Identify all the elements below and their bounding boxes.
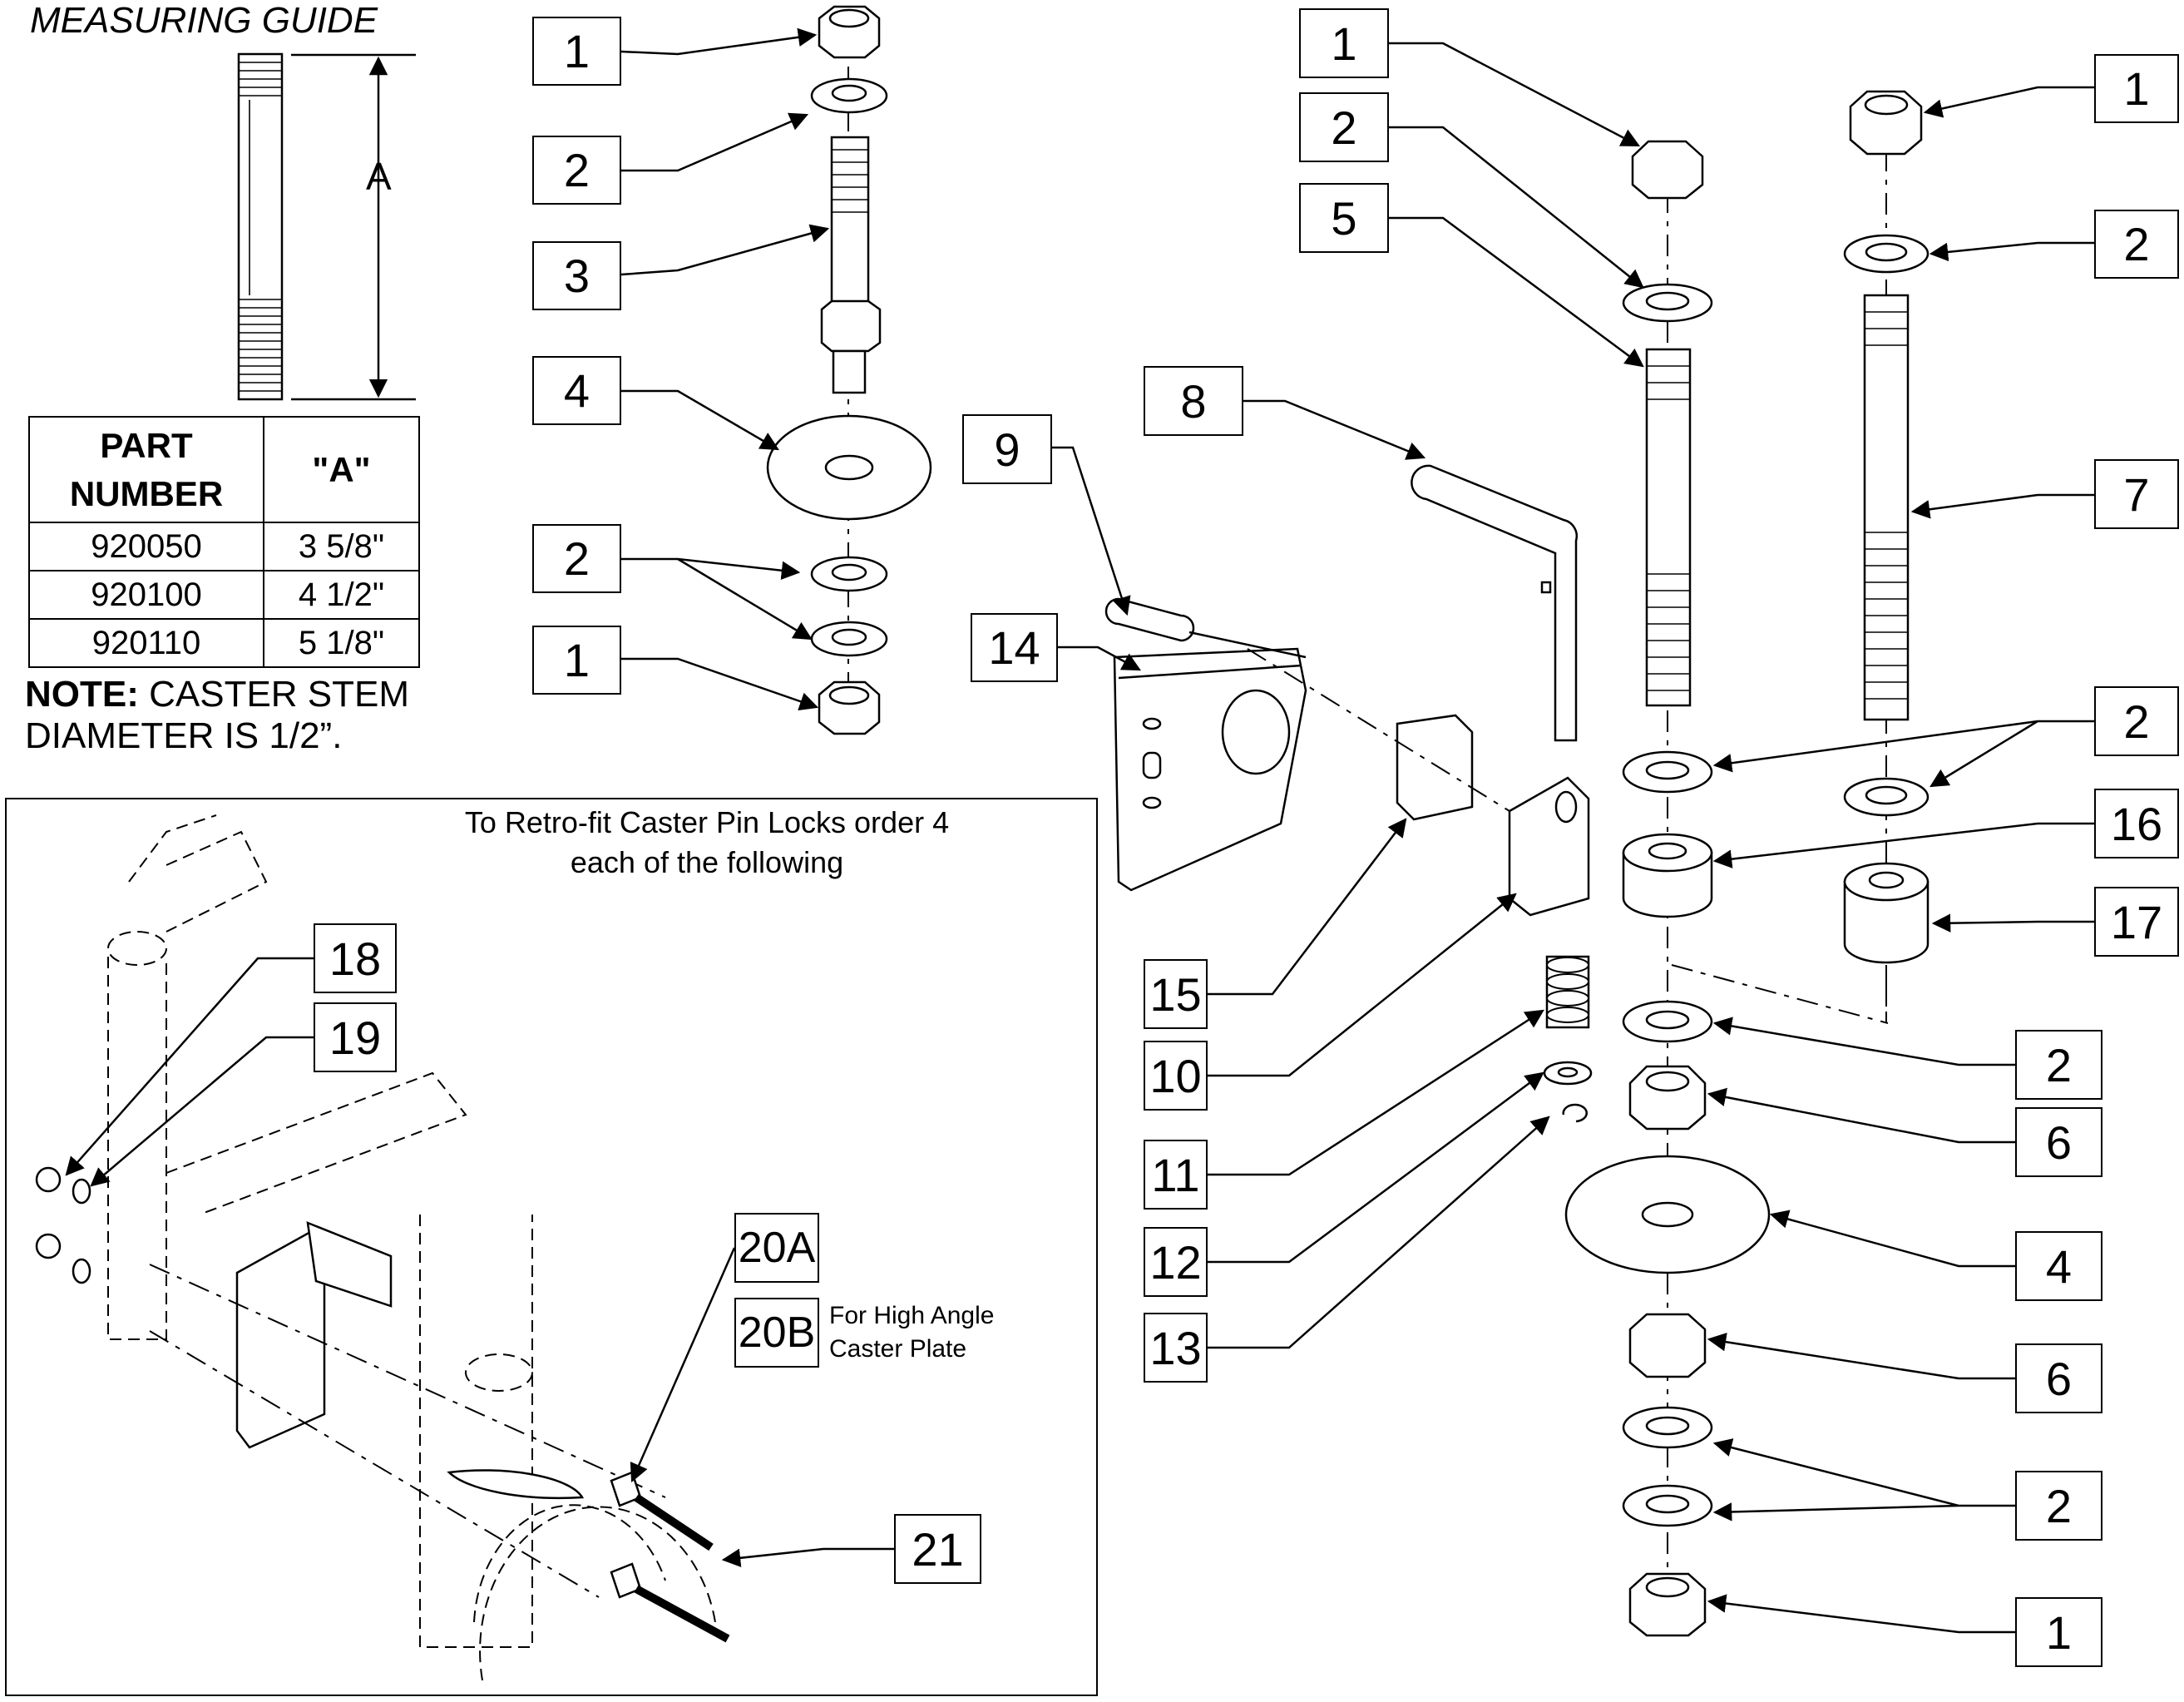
inset-caption-line2: each of the following	[570, 845, 844, 879]
note-line1: CASTER STEM	[138, 674, 410, 715]
dimension-cell: 4 1/2"	[263, 570, 420, 620]
header-part-number-text: PART NUMBER	[69, 425, 224, 513]
center-caster-stack	[1564, 140, 1889, 1637]
callout-1: 1	[2094, 54, 2179, 123]
callout-2: 2	[532, 136, 621, 205]
callout-6: 6	[2015, 1343, 2102, 1413]
table-row: 920050 3 5/8"	[28, 522, 420, 571]
high-angle-note: For High Angle Caster Plate	[829, 1299, 994, 1366]
dimension-label-a: A	[366, 155, 392, 198]
callout-5: 5	[1299, 183, 1389, 253]
part-number-cell: 920050	[28, 522, 264, 571]
note-line2: DIAMETER IS 1/2”.	[25, 715, 343, 756]
left-caster-stack	[766, 5, 932, 735]
callout-19: 19	[314, 1002, 397, 1072]
table-row: 920110 5 1/8"	[28, 618, 420, 668]
high-angle-note-line2: Caster Plate	[829, 1335, 967, 1363]
callout-13: 13	[1144, 1313, 1208, 1383]
callout-2: 2	[2094, 686, 2179, 756]
callout-1: 1	[532, 626, 621, 695]
callout-10: 10	[1144, 1041, 1208, 1111]
callout-7: 7	[2094, 459, 2179, 529]
table-row: 920100 4 1/2"	[28, 570, 420, 620]
callout-2: 2	[2015, 1030, 2102, 1100]
callout-8: 8	[1144, 366, 1243, 436]
callout-2: 2	[532, 524, 621, 593]
measuring-guide-title: MEASURING GUIDE	[30, 0, 378, 41]
callout-4: 4	[532, 356, 621, 425]
callout-11: 11	[1144, 1140, 1208, 1210]
callout-20a: 20A	[734, 1213, 819, 1283]
callout-17: 17	[2094, 887, 2179, 957]
retrofit-inset-frame	[5, 798, 1098, 1696]
header-dimension-a: "A"	[263, 416, 420, 523]
callout-18: 18	[314, 923, 397, 993]
callout-2: 2	[2094, 210, 2179, 279]
right-caster-stack	[1843, 90, 1930, 1023]
callout-15: 15	[1144, 959, 1208, 1029]
leader-lines	[65, 27, 2094, 1634]
pin-lock-assembly	[1104, 464, 1593, 1123]
callout-1: 1	[532, 17, 621, 86]
callout-9: 9	[962, 414, 1052, 484]
part-number-cell: 920100	[28, 570, 264, 620]
callout-6: 6	[2015, 1107, 2102, 1177]
callout-21: 21	[894, 1514, 981, 1584]
callout-1: 1	[1299, 8, 1389, 78]
caster-stem-note: NOTE: CASTER STEM DIAMETER IS 1/2”.	[25, 674, 409, 757]
inset-retrofit-drawing	[35, 814, 730, 1681]
callout-12: 12	[1144, 1227, 1208, 1297]
callout-16: 16	[2094, 789, 2179, 858]
callout-1: 1	[2015, 1597, 2102, 1667]
callout-2: 2	[2015, 1471, 2102, 1541]
dimension-cell: 3 5/8"	[263, 522, 420, 571]
inset-caption-line1: To Retro-fit Caster Pin Locks order 4	[464, 805, 950, 839]
part-number-cell: 920110	[28, 618, 264, 668]
callout-20b: 20B	[734, 1298, 819, 1368]
table-header-row: PART NUMBER "A"	[28, 416, 420, 523]
callout-3: 3	[532, 241, 621, 310]
callout-2: 2	[1299, 92, 1389, 162]
dimension-cell: 5 1/8"	[263, 618, 420, 668]
callout-14: 14	[971, 613, 1058, 682]
note-label: NOTE:	[25, 674, 139, 715]
measuring-guide-drawing	[237, 52, 416, 401]
high-angle-note-line1: For High Angle	[829, 1302, 995, 1329]
part-number-table: PART NUMBER "A" 920050 3 5/8" 920100 4 1…	[28, 416, 420, 668]
header-part-number: PART NUMBER	[28, 416, 264, 523]
callout-4: 4	[2015, 1231, 2102, 1301]
inset-caption: To Retro-fit Caster Pin Locks order 4 ea…	[391, 803, 1023, 883]
